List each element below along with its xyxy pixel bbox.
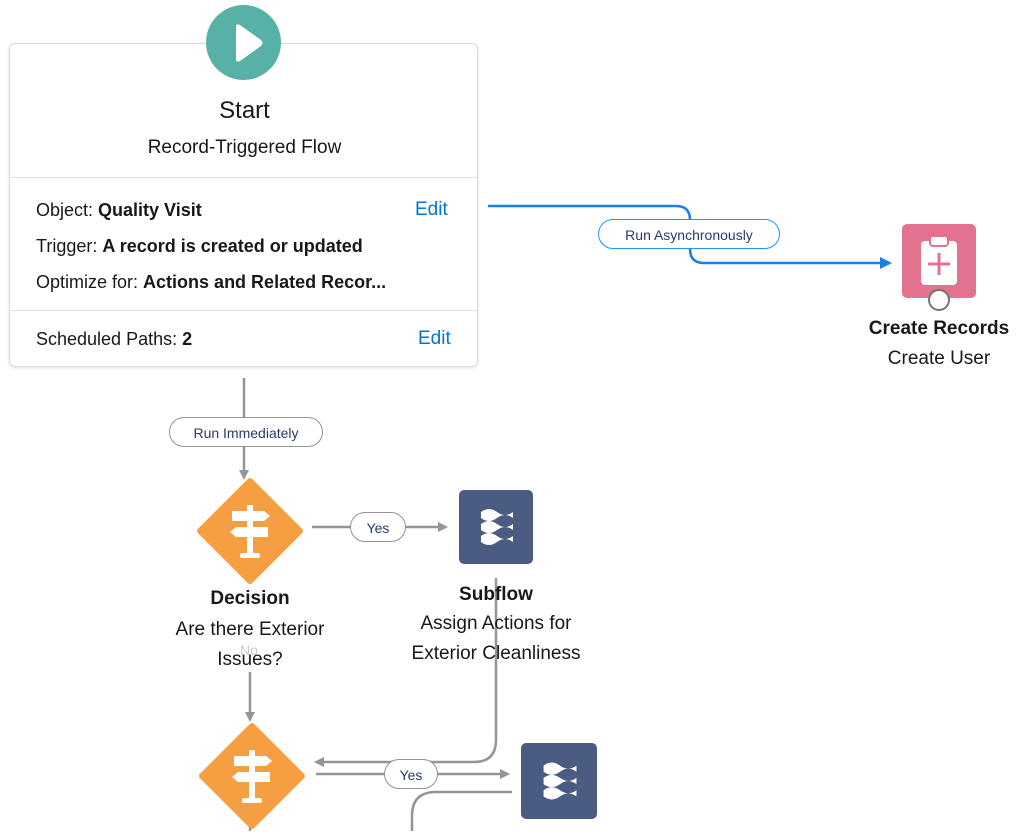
edit-trigger-link[interactable]: Edit [415,199,448,220]
start-title: Start [219,97,270,124]
divider [10,177,477,178]
object-label: Object: [36,200,94,220]
subflow-node[interactable] [459,490,533,564]
subflow-icon [459,490,533,564]
no-outcome-label[interactable]: No [240,642,258,658]
decision-node[interactable] [196,477,304,585]
scheduled-paths-value: 2 [182,329,193,349]
trigger-label: Trigger: [36,236,98,256]
decision-type: Decision [210,588,290,609]
scheduled-paths-row: Scheduled Paths: 2 [36,329,192,350]
edit-scheduled-paths-link[interactable]: Edit [418,328,451,349]
signpost-icon [199,723,305,829]
yes-outcome-label[interactable]: Yes [350,512,406,542]
start-node-icon[interactable] [206,5,281,80]
signpost-icon [197,478,303,584]
run-asynchronously-label[interactable]: Run Asynchronously [598,219,780,249]
trigger-value: A record is created or updated [102,236,363,256]
optimize-row: Optimize for: Actions and Related Recor.… [36,272,386,293]
subflow-icon [521,743,597,819]
clipboard-plus-icon [902,224,976,298]
connector-subflow-return[interactable] [314,578,498,767]
play-icon [236,24,263,62]
optimize-label: Optimize for: [36,272,139,292]
optimize-value: Actions and Related Recor... [143,272,387,292]
create-records-node[interactable] [902,224,976,298]
connector-anchor-circle[interactable] [927,288,951,312]
create-records-type: Create Records [868,318,1010,339]
create-records-name: Create User [887,348,991,369]
scheduled-paths-label: Scheduled Paths: [36,329,178,349]
yes-outcome-label-2[interactable]: Yes [384,759,438,789]
subflow-node-2[interactable] [521,743,597,819]
start-element-card[interactable]: Start Record-Triggered Flow Object: Qual… [9,43,478,367]
object-row: Object: Quality Visit [36,200,202,221]
decision-node-2[interactable] [198,722,306,830]
decision-name: Are there Exterior Issues? [175,619,325,670]
subflow-type: Subflow [459,584,533,605]
start-subtitle: Record-Triggered Flow [147,137,342,158]
subflow-name: Assign Actions for Exterior Cleanliness [411,613,581,664]
connector-subflow2-return[interactable] [410,790,512,831]
run-immediately-label[interactable]: Run Immediately [169,417,323,447]
trigger-row: Trigger: A record is created or updated [36,236,363,257]
object-value: Quality Visit [98,200,202,220]
divider [10,310,477,311]
